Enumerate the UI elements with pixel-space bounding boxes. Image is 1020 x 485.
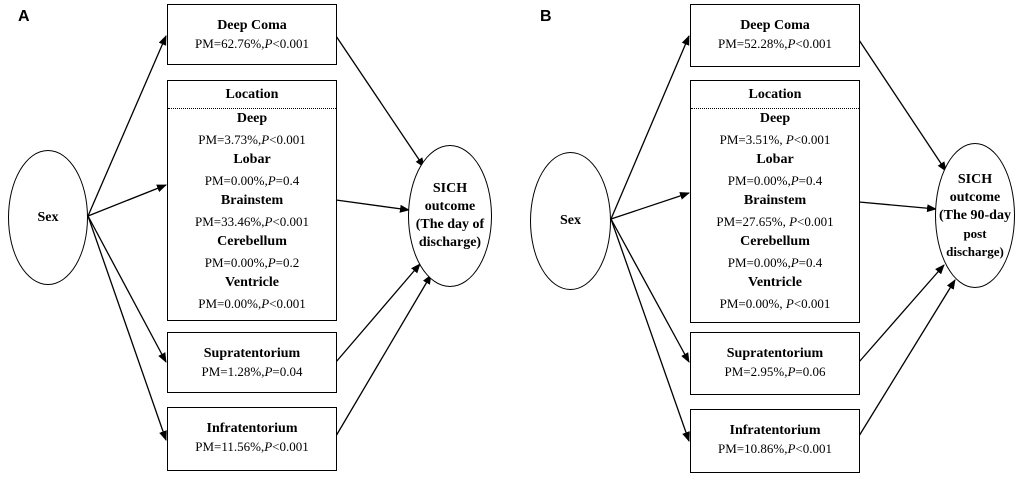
location-item-ventricle-stats: PM=0.00%, P<0.001 (719, 295, 831, 311)
deep-coma-box: Deep Coma PM=52.28%,P<0.001 (690, 4, 860, 67)
deep-coma-stats: PM=62.76%,P<0.001 (195, 36, 309, 51)
infratentorium-title: Infratentorium (729, 423, 821, 438)
arrow-location-to-outcome (335, 199, 410, 213)
sex-label: Sex (560, 213, 581, 228)
supratentorium-box: Supratentorium PM=1.28%,P=0.04 (167, 332, 337, 393)
location-item-deep: Deep (759, 111, 791, 126)
panel-a-arrows (87, 35, 432, 441)
arrow-deep-coma-to-outcome (858, 39, 947, 172)
location-item-deep-stats: PM=3.51%, P<0.001 (719, 131, 831, 147)
arrow-sex-to-deep-coma (87, 35, 167, 217)
arrow-sex-to-supratentorium (87, 215, 167, 363)
arrow-sex-to-infratentorium (610, 218, 690, 442)
arrow-location-to-outcome (858, 201, 937, 213)
deep-coma-stats: PM=52.28%,P<0.001 (718, 36, 832, 51)
location-item-ventricle-stats: PM=0.00%,P<0.001 (198, 295, 306, 311)
supratentorium-stats: PM=2.95%,P=0.06 (724, 364, 826, 379)
arrow-sex-to-infratentorium (87, 215, 167, 441)
sex-node: Sex (8, 150, 88, 285)
outcome-node: SICH outcome (The 90-day post discharge) (935, 143, 1015, 288)
outcome-label: SICH outcome (The 90-day post discharge) (939, 171, 1011, 259)
location-item-deep-stats: PM=3.73%,P<0.001 (198, 131, 306, 147)
arrow-sex-to-deep-coma (610, 35, 690, 220)
arrow-infratentorium-to-outcome (858, 279, 956, 437)
location-item-lobar: Lobar (233, 152, 271, 167)
arrow-supratentorium-to-outcome (858, 264, 945, 363)
supratentorium-box: Supratentorium PM=2.95%,P=0.06 (690, 332, 860, 395)
location-item-deep: Deep (236, 111, 268, 126)
location-box: Location Deep PM=3.51%, P<0.001 Lobar PM… (690, 80, 860, 323)
infratentorium-stats: PM=10.86%,P<0.001 (718, 441, 832, 456)
arrow-sex-to-location (610, 192, 690, 220)
arrow-sex-to-location (87, 184, 167, 217)
location-title: Location (168, 81, 336, 109)
location-item-cerebellum: Cerebellum (740, 234, 810, 249)
infratentorium-box: Infratentorium PM=10.86%,P<0.001 (690, 409, 860, 473)
deep-coma-box: Deep Coma PM=62.76%,P<0.001 (167, 4, 337, 65)
location-item-brainstem: Brainstem (743, 193, 807, 208)
location-title: Location (691, 81, 859, 109)
panel-b-arrows (610, 35, 956, 442)
infratentorium-box: Infratentorium PM=11.56%,P<0.001 (167, 407, 337, 471)
arrow-deep-coma-to-outcome (335, 35, 425, 168)
outcome-node: SICH outcome (The day of discharge) (408, 145, 492, 287)
location-item-cerebellum-stats: PM=0.00%,P=0.4 (727, 254, 823, 270)
location-item-brainstem-stats: PM=27.65%, P<0.001 (716, 213, 834, 229)
location-item-lobar-stats: PM=0.00%,P=0.4 (727, 172, 823, 188)
supratentorium-title: Supratentorium (203, 346, 301, 361)
supratentorium-title: Supratentorium (726, 346, 824, 361)
arrow-infratentorium-to-outcome (335, 274, 432, 437)
supratentorium-stats: PM=1.28%,P=0.04 (201, 364, 303, 379)
location-box: Location Deep PM=3.73%,P<0.001 Lobar PM=… (167, 80, 337, 321)
deep-coma-title: Deep Coma (740, 18, 810, 33)
location-item-ventricle: Ventricle (748, 275, 802, 290)
panel-a-label: A (18, 8, 30, 25)
infratentorium-stats: PM=11.56%,P<0.001 (195, 439, 309, 454)
location-item-lobar: Lobar (756, 152, 794, 167)
outcome-label: SICH outcome (The day of discharge) (415, 181, 485, 250)
arrow-sex-to-supratentorium (610, 218, 690, 363)
location-item-cerebellum: Cerebellum (217, 234, 287, 249)
panel-b-label: B (540, 8, 552, 25)
sex-label: Sex (37, 209, 59, 225)
sex-node: Sex (530, 152, 611, 290)
location-item-brainstem: Brainstem (220, 193, 284, 208)
infratentorium-title: Infratentorium (206, 421, 298, 436)
deep-coma-title: Deep Coma (217, 18, 287, 33)
location-item-cerebellum-stats: PM=0.00%,P=0.2 (204, 254, 300, 270)
location-item-lobar-stats: PM=0.00%,P=0.4 (204, 172, 300, 188)
location-item-ventricle: Ventricle (225, 275, 279, 290)
arrow-supratentorium-to-outcome (335, 263, 421, 363)
location-item-brainstem-stats: PM=33.46%,P<0.001 (195, 213, 309, 229)
